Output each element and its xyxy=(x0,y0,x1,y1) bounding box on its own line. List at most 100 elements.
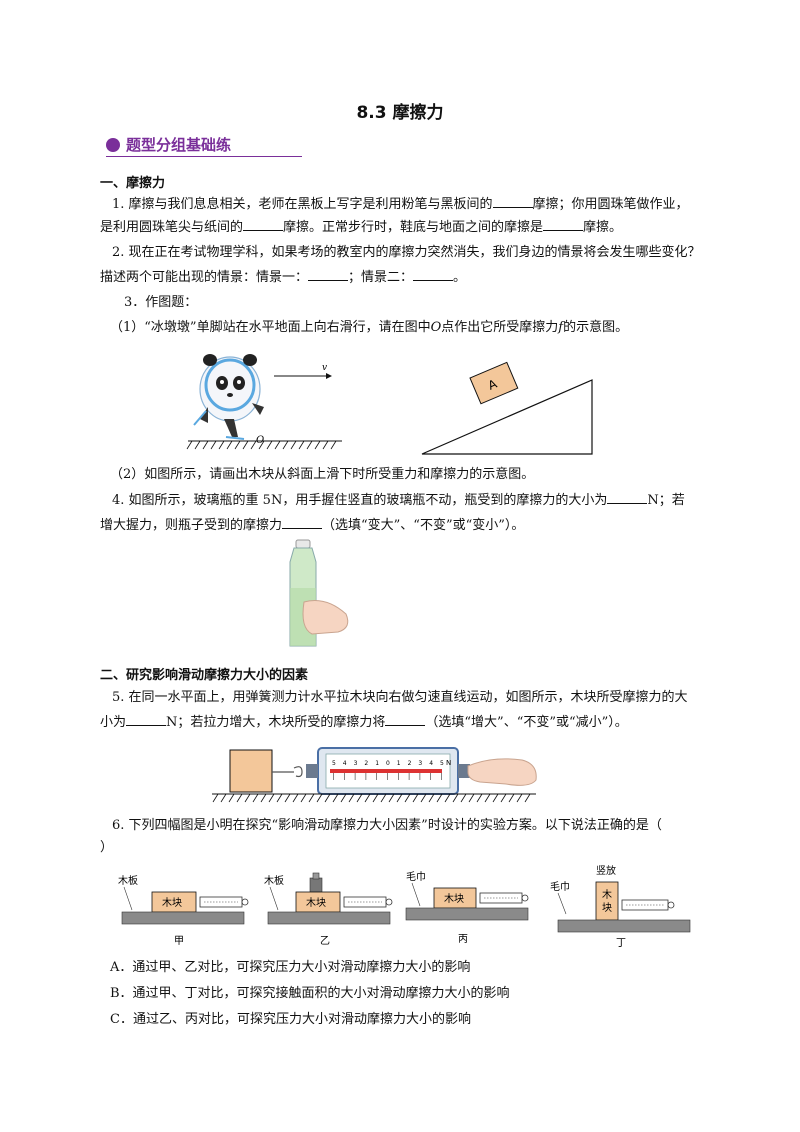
answer-blank[interactable] xyxy=(413,268,454,281)
option-a[interactable]: A．通过甲、乙对比，可探究压力大小对滑动摩擦力大小的影响 xyxy=(110,960,471,975)
velocity-label: v xyxy=(322,363,327,373)
option-c[interactable]: C．通过乙、丙对比，可探究压力大小对滑动摩擦力大小的影响 xyxy=(110,1012,471,1027)
wooden-block xyxy=(229,749,273,793)
scale-digit: 5 xyxy=(332,760,336,767)
q4-text: 4. 如图所示，玻璃瓶的重 5N，用手握住竖直的玻璃瓶不动，瓶受到的摩擦力的大小… xyxy=(112,493,608,508)
hatch-mark xyxy=(476,793,483,803)
q2-text: 描述两个可能出现的情景：情景一： xyxy=(100,270,309,285)
question-6-line-1: 6. 下列四幅图是小明在探究“影响滑动摩擦力大小因素”时设计的实验方案。以下说法… xyxy=(112,818,662,833)
scale-digit: 0 xyxy=(386,760,390,767)
scale-digit: 5 xyxy=(440,760,444,767)
block-label: 木块 xyxy=(306,897,326,909)
question-1-line-2: 是利用圆珠笔尖与纸间的 摩擦。正常步行时，鞋底与地面之间的摩擦是 摩擦。 xyxy=(100,218,622,238)
scale-digit: 3 xyxy=(354,760,358,767)
answer-blank[interactable] xyxy=(126,713,167,726)
block-a: A xyxy=(469,361,519,405)
label-pointer xyxy=(557,892,567,915)
hatch-mark xyxy=(420,793,427,803)
q5-text: （选填“增大”、“不变”或“减小”）。 xyxy=(425,715,628,730)
figure-label: 甲 xyxy=(174,936,184,947)
q3-text: 点作出它所受摩擦力 xyxy=(441,320,559,335)
question-3-head: 3．作图题： xyxy=(124,295,198,310)
hatch-mark xyxy=(460,793,467,803)
q4-text: N；若 xyxy=(647,493,685,508)
scale-digit: 3 xyxy=(418,760,422,767)
question-4-line-2: 增大握力，则瓶子受到的摩擦力（选填“变大”、“不变”或“变小”）。 xyxy=(100,516,524,536)
answer-blank[interactable] xyxy=(282,516,323,529)
spring-scale-icon xyxy=(479,892,523,904)
hatch-mark xyxy=(524,793,531,803)
section-heading-1: 一、摩擦力 xyxy=(100,176,166,191)
option-b[interactable]: B．通过甲、丁对比，可探究接触面积的大小对滑动摩擦力大小的影响 xyxy=(110,986,510,1001)
q5-text: 小为 xyxy=(100,715,127,730)
block-label: 木块 xyxy=(162,897,182,909)
label-pointer xyxy=(123,886,133,911)
hatch-mark xyxy=(316,793,323,803)
ground-hatching xyxy=(212,793,531,803)
hatch-mark xyxy=(292,793,299,803)
weight-icon xyxy=(309,877,323,893)
hatch-mark xyxy=(516,793,523,803)
hatch-mark xyxy=(500,793,507,803)
mascot-illustration xyxy=(193,354,264,440)
hatch-mark xyxy=(444,793,451,803)
scale-digit: 1 xyxy=(397,760,401,767)
hatch-mark xyxy=(252,793,259,803)
mascot-figure: v O xyxy=(186,354,342,450)
answer-blank[interactable] xyxy=(308,268,349,281)
hatch-mark xyxy=(348,793,355,803)
scale-digit: 4 xyxy=(343,760,347,767)
q2-text: 。 xyxy=(453,270,467,285)
question-5-line-2: 小为 N；若拉力增大，木块所受的摩擦力将 （选填“增大”、“不变”或“减小”）。 xyxy=(100,713,628,733)
banner-underline xyxy=(106,156,302,157)
hook-icon xyxy=(293,766,303,778)
hatch-mark xyxy=(212,793,219,803)
hatch-mark xyxy=(404,793,411,803)
answer-blank[interactable] xyxy=(543,218,584,231)
hatch-mark xyxy=(484,793,491,803)
scale-digit: 2 xyxy=(364,760,368,767)
hatch-mark xyxy=(396,793,403,803)
spring-scale-icon xyxy=(199,896,243,908)
hatch-mark xyxy=(324,793,331,803)
incline-figure: A xyxy=(421,361,593,455)
experiment-figure-ding: 竖放 毛巾 木块 丁 xyxy=(550,864,691,948)
surface-label: 木板 xyxy=(264,874,284,887)
wooden-block-upright xyxy=(595,881,619,921)
bottle-figure xyxy=(289,539,349,647)
scale-end-left xyxy=(306,764,318,778)
hatch-mark xyxy=(468,793,475,803)
hatch-mark xyxy=(284,793,291,803)
hatch-mark xyxy=(452,793,459,803)
hatch-mark xyxy=(332,793,339,803)
answer-blank[interactable] xyxy=(385,713,426,726)
ground-hatching xyxy=(186,440,337,450)
q4-text: 增大握力，则瓶子受到的摩擦力 xyxy=(100,518,283,533)
surface-board xyxy=(405,907,529,921)
experiment-figures: 木板 木块 甲 木板 木块 乙 毛巾 木块 丙 竖放 毛巾 xyxy=(112,862,712,952)
q1-text: 是利用圆珠笔尖与纸间的 xyxy=(100,220,244,235)
label-pointer xyxy=(269,886,279,911)
hatch-mark xyxy=(308,793,315,803)
q1-text: 摩擦。 xyxy=(583,220,623,235)
surface-board xyxy=(557,919,691,933)
hatch-mark xyxy=(260,793,267,803)
surface-label: 木板 xyxy=(118,874,138,887)
question-2-line-1: 2. 现在正在考试物理学科，如果考场的教室内的摩擦力突然消失，我们身边的情景将会… xyxy=(112,245,701,260)
hatch-mark xyxy=(268,793,275,803)
q1-text: 摩擦。正常步行时，鞋底与地面之间的摩擦是 xyxy=(283,220,544,235)
answer-blank[interactable] xyxy=(607,491,648,504)
figure-label: 丙 xyxy=(458,934,468,945)
banner-text: 题型分组基础练 xyxy=(126,136,232,154)
surface-board xyxy=(267,911,391,925)
hatch-mark xyxy=(412,793,419,803)
answer-blank[interactable] xyxy=(492,195,533,208)
q3-point: O xyxy=(430,320,442,335)
hatch-mark xyxy=(228,793,235,803)
answer-blank[interactable] xyxy=(243,218,284,231)
q5-text: N；若拉力增大，木块所受的摩擦力将 xyxy=(166,715,386,730)
question-3-part-1: （1）“冰墩墩”单脚站在水平地面上向右滑行，请在图中O点作出它所受摩擦力f的示意… xyxy=(110,318,628,338)
hatch-mark xyxy=(436,793,443,803)
scale-unit: N xyxy=(446,759,451,767)
